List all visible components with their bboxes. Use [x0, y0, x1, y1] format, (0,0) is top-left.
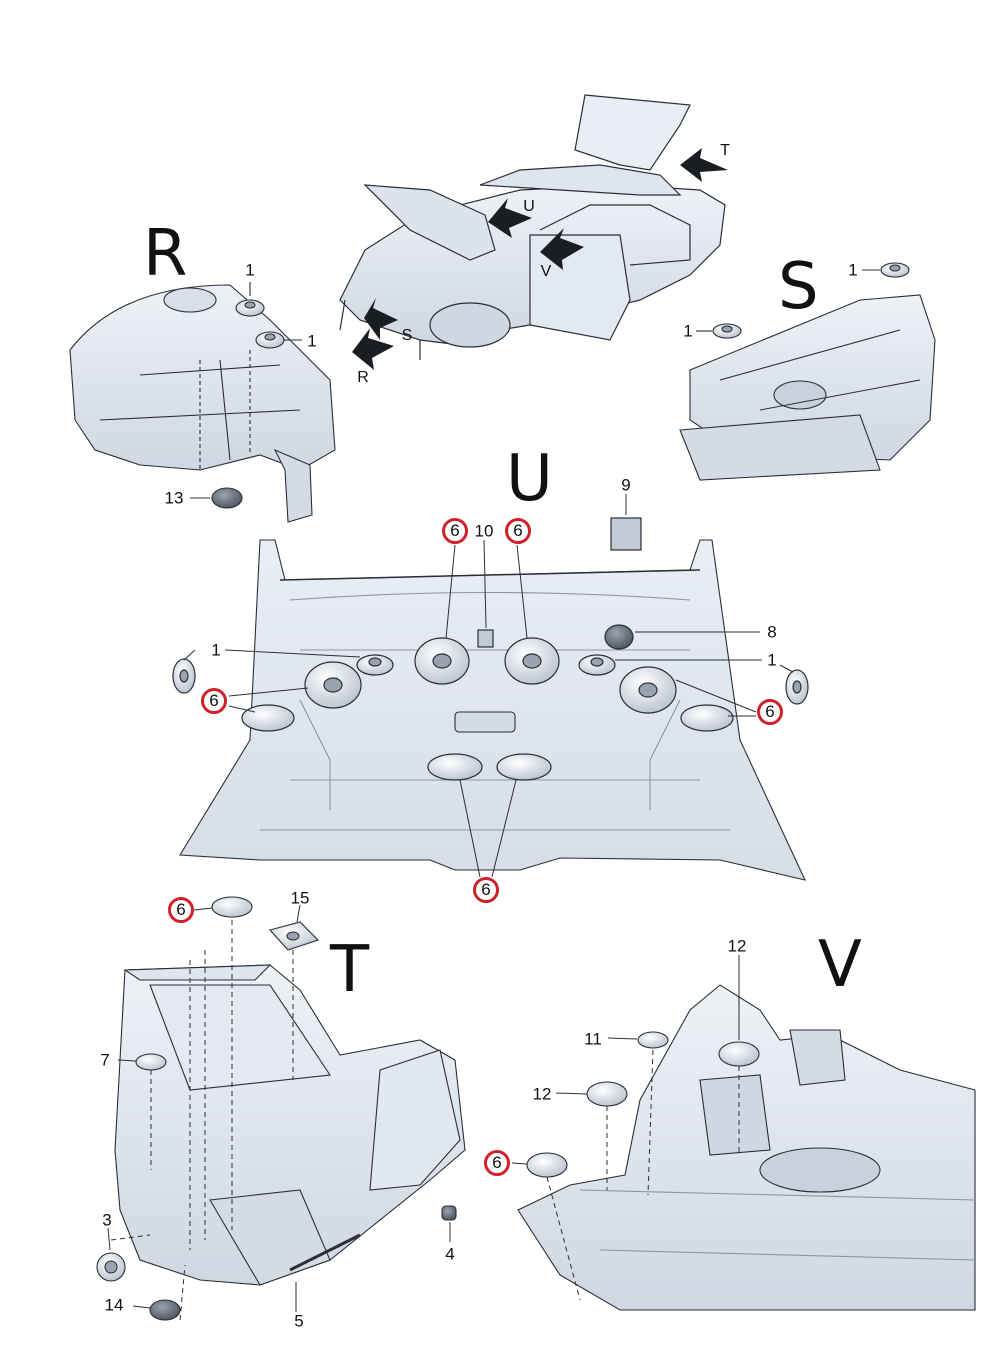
section-label-S: S: [778, 250, 819, 324]
arrow-R: [352, 328, 394, 370]
plug-r13: [211, 487, 243, 509]
callout-u-6-left: 6: [201, 688, 227, 714]
car-hood-open: [363, 184, 496, 261]
callout-u-8: 8: [767, 622, 777, 642]
callout-u-1-left: 1: [211, 640, 221, 660]
section-S-art: [679, 294, 936, 481]
callout-u-6-bottom: 6: [473, 877, 499, 903]
plug-v11: [637, 1031, 669, 1049]
callout-t-7: 7: [100, 1050, 110, 1070]
callout-t-5: 5: [294, 1311, 304, 1331]
section-label-T: T: [330, 933, 370, 1007]
plug-u6-br: [496, 753, 552, 781]
callout-v-6: 6: [484, 1150, 510, 1176]
plug-v6: [526, 1152, 568, 1178]
plug-v12-mid: [586, 1081, 628, 1107]
car-roof: [479, 164, 682, 196]
plug-t14: [149, 1299, 181, 1321]
plug-t6: [211, 896, 253, 918]
plug-u6-l: [241, 704, 295, 732]
car-overview: [339, 94, 726, 360]
callout-u-9: 9: [621, 475, 631, 495]
arrow-label-V: V: [540, 263, 552, 280]
callout-t-6: 6: [168, 897, 194, 923]
callout-s-1a: 1: [848, 260, 858, 280]
callout-v-12-mid: 12: [532, 1084, 552, 1104]
section-S-parts: [696, 262, 910, 339]
plug-t4: [441, 1205, 457, 1221]
arrow-label-S: S: [401, 327, 413, 344]
callout-v-12-top: 12: [727, 936, 747, 956]
section-T-parts: [96, 896, 457, 1321]
arrow-label-U: U: [523, 198, 535, 215]
pad-u10: [477, 629, 494, 648]
section-U-art: [179, 539, 806, 881]
callout-u-6-top-left: 6: [442, 518, 468, 544]
section-label-U: U: [506, 442, 553, 516]
arrow-V: [540, 228, 584, 270]
callout-t-14: 14: [104, 1295, 124, 1315]
section-T-art: [114, 964, 466, 1286]
section-V-art: [517, 984, 976, 1311]
callout-r-13: 13: [164, 488, 184, 508]
car-tailgate: [574, 94, 691, 171]
section-label-R: R: [143, 217, 188, 291]
callout-u-6-right: 6: [757, 699, 783, 725]
arrow-U: [488, 198, 532, 238]
callout-r-1a: 1: [245, 260, 255, 280]
plug-u6-bl: [427, 753, 483, 781]
plug-t7: [135, 1053, 167, 1071]
section-R-art: [69, 284, 336, 523]
callout-t-3: 3: [102, 1210, 112, 1230]
plug-u8: [604, 624, 634, 650]
callout-u-10: 10: [474, 521, 494, 541]
arrow-label-T: T: [720, 142, 730, 159]
plug-u6-r: [680, 704, 734, 732]
callout-r-1b: 1: [307, 331, 317, 351]
arrow-S: [364, 298, 398, 340]
callout-u-6-top-right: 6: [505, 518, 531, 544]
callout-s-1b: 1: [683, 321, 693, 341]
arrow-label-R: R: [357, 369, 369, 386]
pad-u9: [610, 517, 642, 551]
section-U-parts: [172, 494, 809, 878]
callout-t-4: 4: [445, 1244, 455, 1264]
arrow-T: [680, 148, 728, 182]
callout-u-1-right: 1: [767, 650, 777, 670]
plug-v12-top: [718, 1041, 760, 1067]
section-R-parts: [190, 282, 302, 509]
callout-t-15: 15: [290, 888, 310, 908]
overview-arrows: [352, 148, 728, 370]
callout-v-11: 11: [584, 1029, 602, 1049]
section-V-parts: [511, 955, 760, 1301]
section-label-V: V: [818, 928, 862, 1002]
